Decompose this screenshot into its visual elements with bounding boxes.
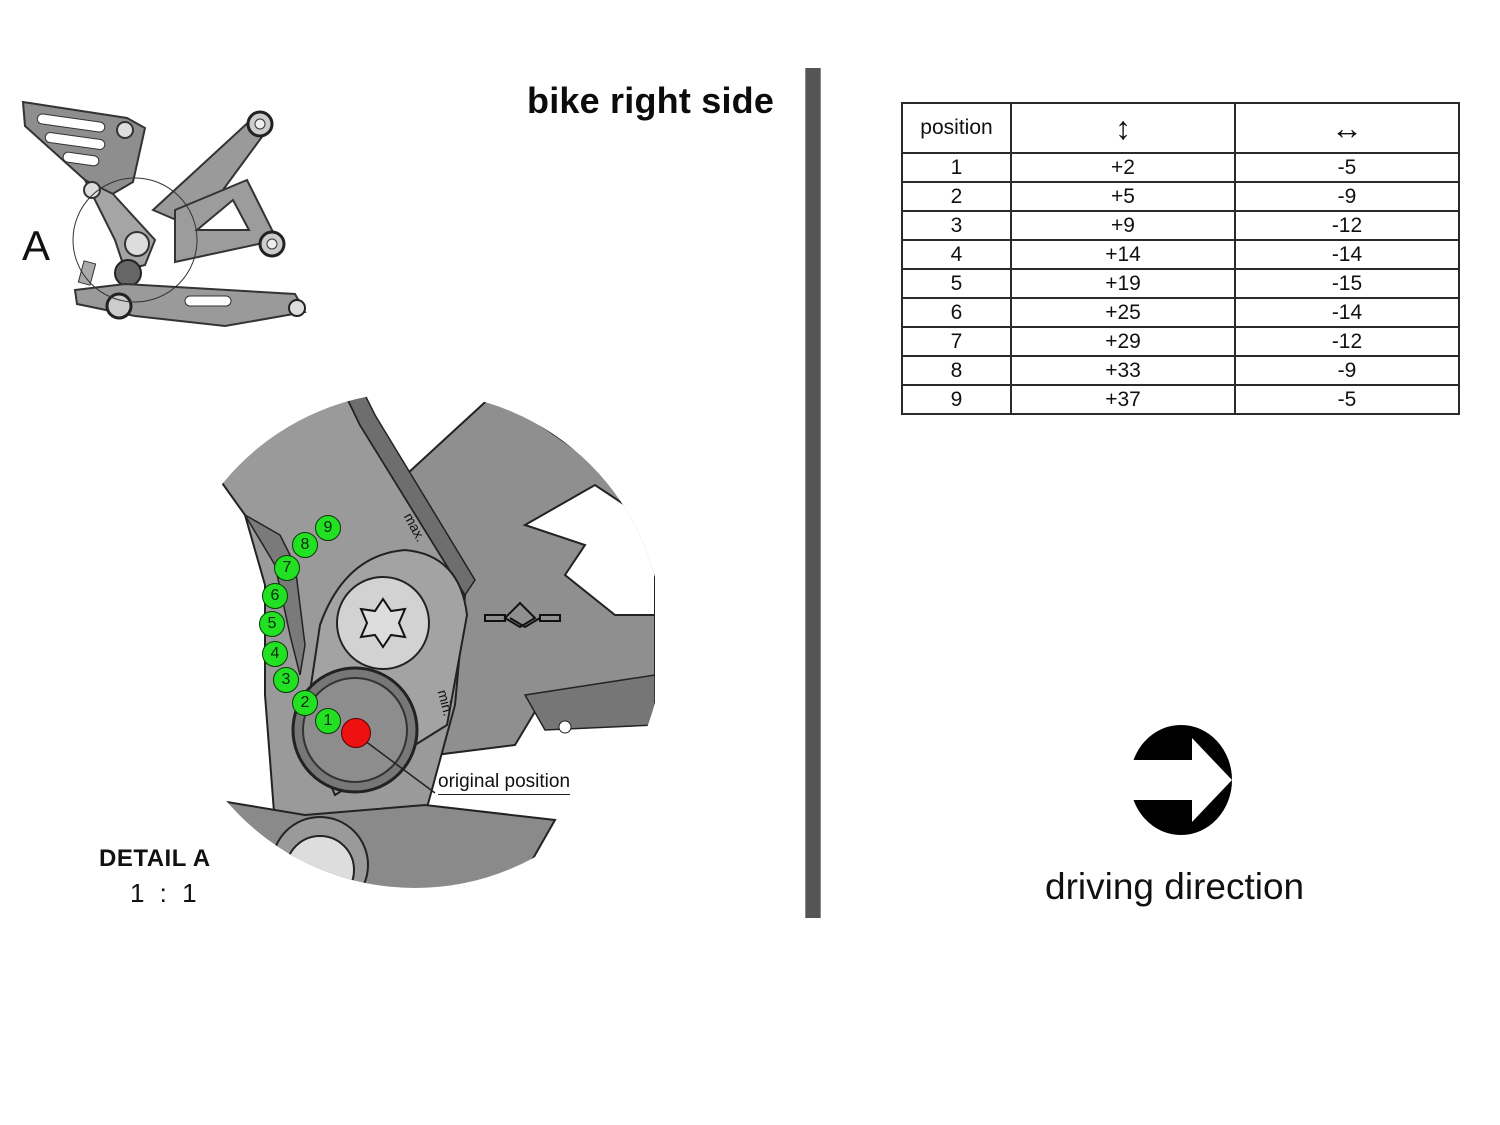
cell-vertical: +9	[1010, 210, 1236, 241]
cell-vertical: +33	[1010, 355, 1236, 386]
rearset-illustration	[21, 100, 307, 328]
cell-horizontal: -12	[1234, 210, 1460, 241]
page-title: bike right side	[527, 80, 775, 121]
header-position: position	[901, 102, 1012, 154]
cell-vertical: +2	[1010, 152, 1236, 183]
cell-position: 1	[901, 152, 1012, 183]
detail-reference-letter: A	[22, 222, 51, 269]
detail-label: DETAIL A	[99, 845, 211, 872]
position-marker-6: 6	[262, 583, 288, 609]
cell-position: 9	[901, 384, 1012, 415]
position-offset-table: position ↕ ↔ 1+2-5 2+5-9 3+9-12 4+14-14 …	[901, 102, 1460, 415]
cell-vertical: +14	[1010, 239, 1236, 270]
arrow-right-circle-icon	[1128, 724, 1234, 836]
detail-scale: 1 : 1	[130, 878, 201, 908]
cell-horizontal: -9	[1234, 181, 1460, 212]
table-row: 9+37-5	[901, 384, 1460, 415]
cell-vertical: +19	[1010, 268, 1236, 299]
brand-logo-icon	[484, 601, 561, 629]
cell-horizontal: -14	[1234, 297, 1460, 328]
detail-a-illustration	[184, 392, 656, 888]
position-marker-4: 4	[262, 641, 288, 667]
rearset-overview-drawing	[15, 90, 315, 330]
position-marker-2: 2	[292, 690, 318, 716]
position-marker-8: 8	[292, 532, 318, 558]
cell-position: 5	[901, 268, 1012, 299]
table-header-row: position ↕ ↔	[901, 102, 1460, 154]
table-row: 8+33-9	[901, 355, 1460, 386]
horizontal-arrow-icon: ↔	[1234, 102, 1460, 154]
position-marker-9: 9	[315, 515, 341, 541]
original-position-marker	[341, 718, 371, 748]
table-row: 4+14-14	[901, 239, 1460, 270]
table-row: 5+19-15	[901, 268, 1460, 299]
cell-horizontal: -5	[1234, 152, 1460, 183]
cell-horizontal: -5	[1234, 384, 1460, 415]
table-row: 2+5-9	[901, 181, 1460, 212]
section-divider	[806, 68, 820, 918]
cell-vertical: +25	[1010, 297, 1236, 328]
original-position-label: original position	[438, 771, 571, 795]
table-row: 3+9-12	[901, 210, 1460, 241]
cell-vertical: +5	[1010, 181, 1236, 212]
table-row: 7+29-12	[901, 326, 1460, 357]
cell-vertical: +37	[1010, 384, 1236, 415]
table-row: 1+2-5	[901, 152, 1460, 183]
cell-position: 3	[901, 210, 1012, 241]
position-marker-5: 5	[259, 611, 285, 637]
cell-position: 4	[901, 239, 1012, 270]
position-marker-1: 1	[315, 708, 341, 734]
cell-position: 6	[901, 297, 1012, 328]
cell-position: 2	[901, 181, 1012, 212]
cell-horizontal: -15	[1234, 268, 1460, 299]
cell-horizontal: -9	[1234, 355, 1460, 386]
cell-horizontal: -14	[1234, 239, 1460, 270]
driving-direction-label: driving direction	[1045, 866, 1305, 907]
position-marker-3: 3	[273, 667, 299, 693]
cell-position: 7	[901, 326, 1012, 357]
table-row: 6+25-14	[901, 297, 1460, 328]
cell-position: 8	[901, 355, 1012, 386]
cell-vertical: +29	[1010, 326, 1236, 357]
detail-a-drawing	[184, 365, 656, 890]
position-marker-7: 7	[274, 555, 300, 581]
cell-horizontal: -12	[1234, 326, 1460, 357]
vertical-arrow-icon: ↕	[1010, 102, 1236, 154]
